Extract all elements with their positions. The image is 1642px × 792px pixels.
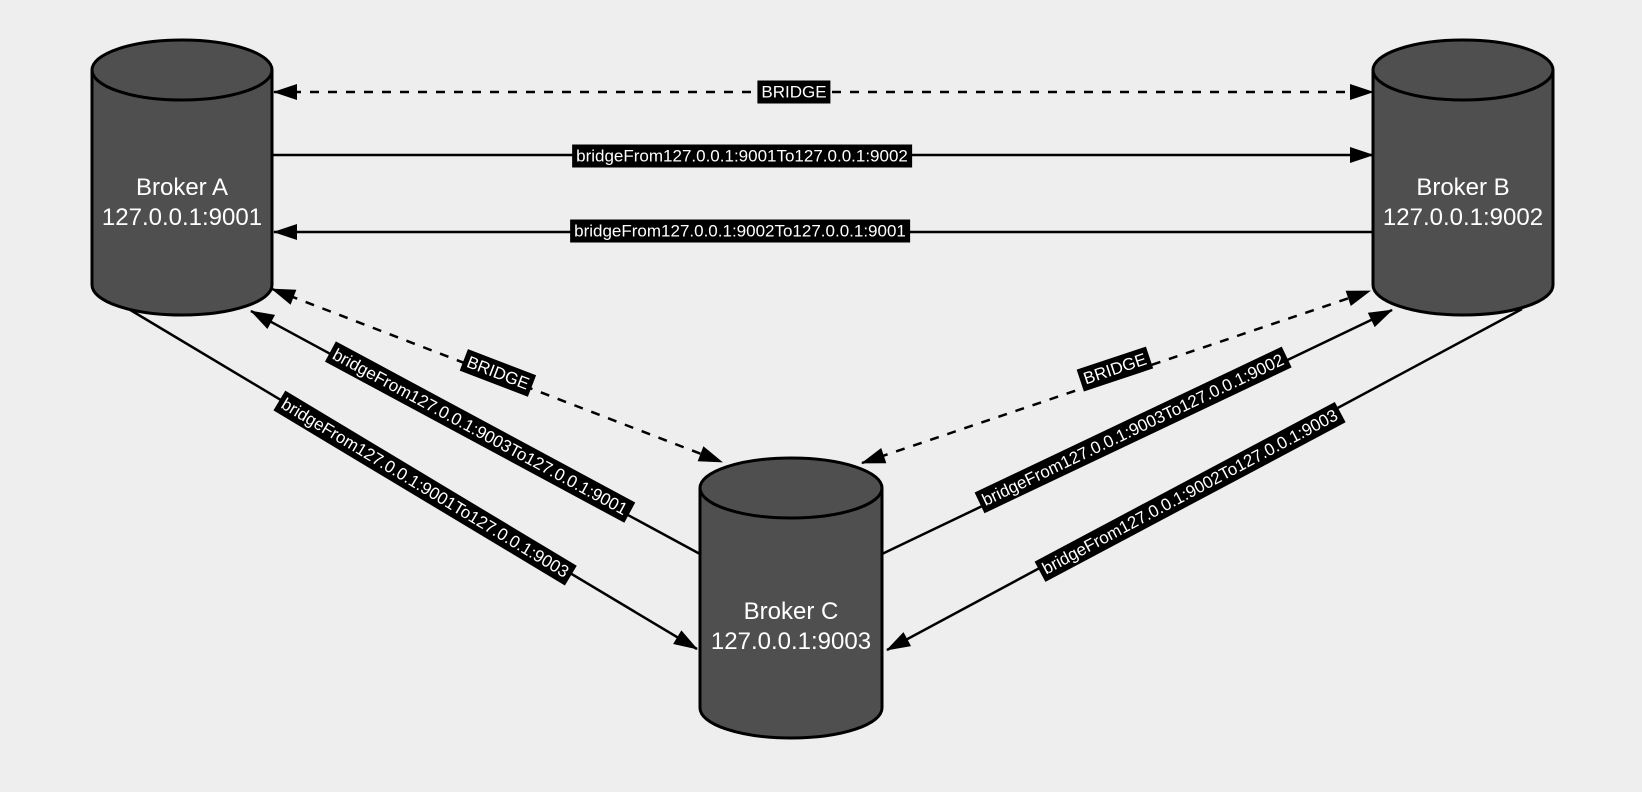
edge-bridge-b-c (861, 289, 1371, 465)
broker-b-cylinder-body (1371, 38, 1555, 317)
broker-c-cylinder-body (698, 456, 884, 740)
broker-a-cylinder-body (90, 38, 274, 317)
edge-c-to-b (881, 308, 1393, 556)
broker-c-node (698, 456, 884, 740)
broker-c-cylinder-rim (698, 487, 884, 520)
edge-a-to-c (126, 306, 698, 651)
broker-b-node (1371, 38, 1555, 317)
broker-b-cylinder-rim (1371, 69, 1555, 102)
edge-b-to-c (886, 307, 1523, 652)
broker-a-node (90, 38, 274, 317)
broker-a-cylinder-rim (90, 69, 274, 102)
